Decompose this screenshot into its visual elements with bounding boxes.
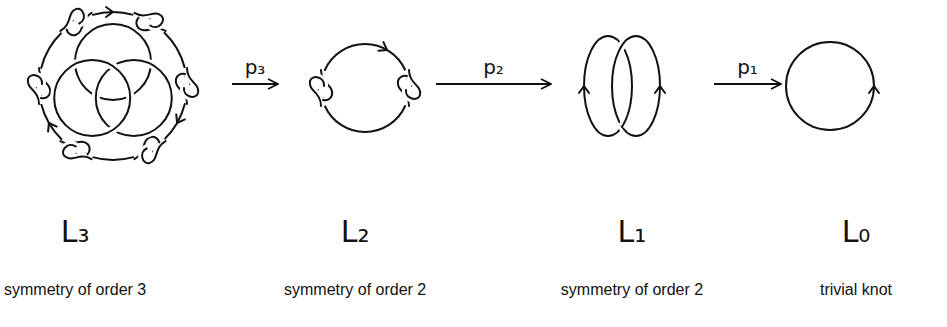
strand-halo xyxy=(28,75,42,104)
orientation-arrow xyxy=(378,42,389,54)
clasp-hook xyxy=(398,76,407,81)
clasp-hook xyxy=(134,18,143,28)
strand-halo xyxy=(134,18,143,28)
link-name: L₂ xyxy=(284,214,426,250)
strand-halo xyxy=(176,74,185,79)
symmetry-caption: trivial knot xyxy=(820,280,892,301)
clasp-hook xyxy=(41,93,50,98)
knot-l2 xyxy=(310,42,420,132)
orientation-arrow xyxy=(173,114,185,125)
clasp xyxy=(310,70,332,106)
symmetry-caption: symmetry of order 2 xyxy=(284,280,426,301)
clasp xyxy=(176,68,198,104)
map-arrow xyxy=(436,83,551,85)
link-component xyxy=(622,103,631,127)
orientation-arrow xyxy=(45,121,57,132)
strand-halo xyxy=(398,76,407,81)
link-l1 xyxy=(579,36,665,136)
orientation-arrow xyxy=(579,86,589,93)
strand-halo xyxy=(66,27,75,37)
clasp-hook xyxy=(133,3,165,30)
strand-halo xyxy=(622,103,631,127)
inner-loop xyxy=(54,60,130,136)
strand-halo xyxy=(54,60,130,136)
clasp-hook xyxy=(61,142,93,169)
clasp-hook xyxy=(28,75,42,104)
strand-halo xyxy=(406,70,420,99)
clasp-hook xyxy=(139,138,171,165)
link-component xyxy=(612,36,660,136)
knot-panel: L₂ symmetry of order 2 xyxy=(282,2,432,322)
clasp xyxy=(398,70,420,106)
strand-halo xyxy=(41,93,50,98)
knot-panel: L₀ trivial knot xyxy=(785,2,910,322)
panel-text: L₁ symmetry of order 2 xyxy=(561,214,703,301)
symmetry-caption: symmetry of order 3 xyxy=(4,280,146,301)
strand-halo xyxy=(323,95,332,100)
link-l3 xyxy=(28,3,198,169)
clasp-hook xyxy=(66,27,75,37)
map-label: p₃ xyxy=(243,56,268,78)
clasp-hook xyxy=(323,95,332,100)
clasp xyxy=(28,68,50,104)
map-label: p₂ xyxy=(481,56,506,78)
knot-panel: L₃ symmetry of order 3 xyxy=(2,2,228,322)
strand-halo xyxy=(139,138,171,165)
orientation-arrow xyxy=(655,86,665,93)
trivial-knot xyxy=(786,42,879,130)
strand-halo xyxy=(83,144,92,154)
orientation-arrow xyxy=(869,86,879,93)
symmetry-caption: symmetry of order 2 xyxy=(561,280,703,301)
strand-halo xyxy=(310,77,324,106)
clasp-hook xyxy=(55,7,87,34)
clasp-hook xyxy=(83,144,92,154)
clasp xyxy=(129,3,171,40)
clasp-hook xyxy=(406,70,420,99)
panel-text: L₀ trivial knot xyxy=(820,214,892,301)
ring-arc xyxy=(41,33,61,68)
map-arrow xyxy=(232,83,278,85)
orientation-arrow xyxy=(106,7,113,17)
ring-arc xyxy=(164,33,184,68)
strand-halo xyxy=(184,68,198,97)
link-component xyxy=(584,36,632,136)
clasp-hook xyxy=(184,68,198,97)
link-name: L₁ xyxy=(561,214,703,250)
strand-halo xyxy=(55,7,87,34)
strand-halo xyxy=(61,142,93,169)
clasp-hook xyxy=(176,74,185,79)
link-name: L₃ xyxy=(4,214,146,250)
panel-text: L₂ symmetry of order 2 xyxy=(284,214,426,301)
clasp xyxy=(55,3,97,40)
ring-arc xyxy=(93,157,134,160)
strand-halo xyxy=(612,36,660,136)
ring-arc xyxy=(325,106,405,132)
panel-text: L₃ symmetry of order 3 xyxy=(4,214,146,301)
knot-panel: L₁ symmetry of order 2 xyxy=(555,2,710,322)
strand-halo xyxy=(77,75,90,93)
unknot-circle xyxy=(786,42,874,130)
map-arrow xyxy=(714,83,781,85)
clasp-hook xyxy=(310,77,324,106)
strand-halo xyxy=(133,3,165,30)
ring-arc xyxy=(325,44,405,70)
map-label: p₁ xyxy=(735,56,760,78)
link-name: L₀ xyxy=(820,214,892,250)
inner-loop xyxy=(77,75,90,93)
